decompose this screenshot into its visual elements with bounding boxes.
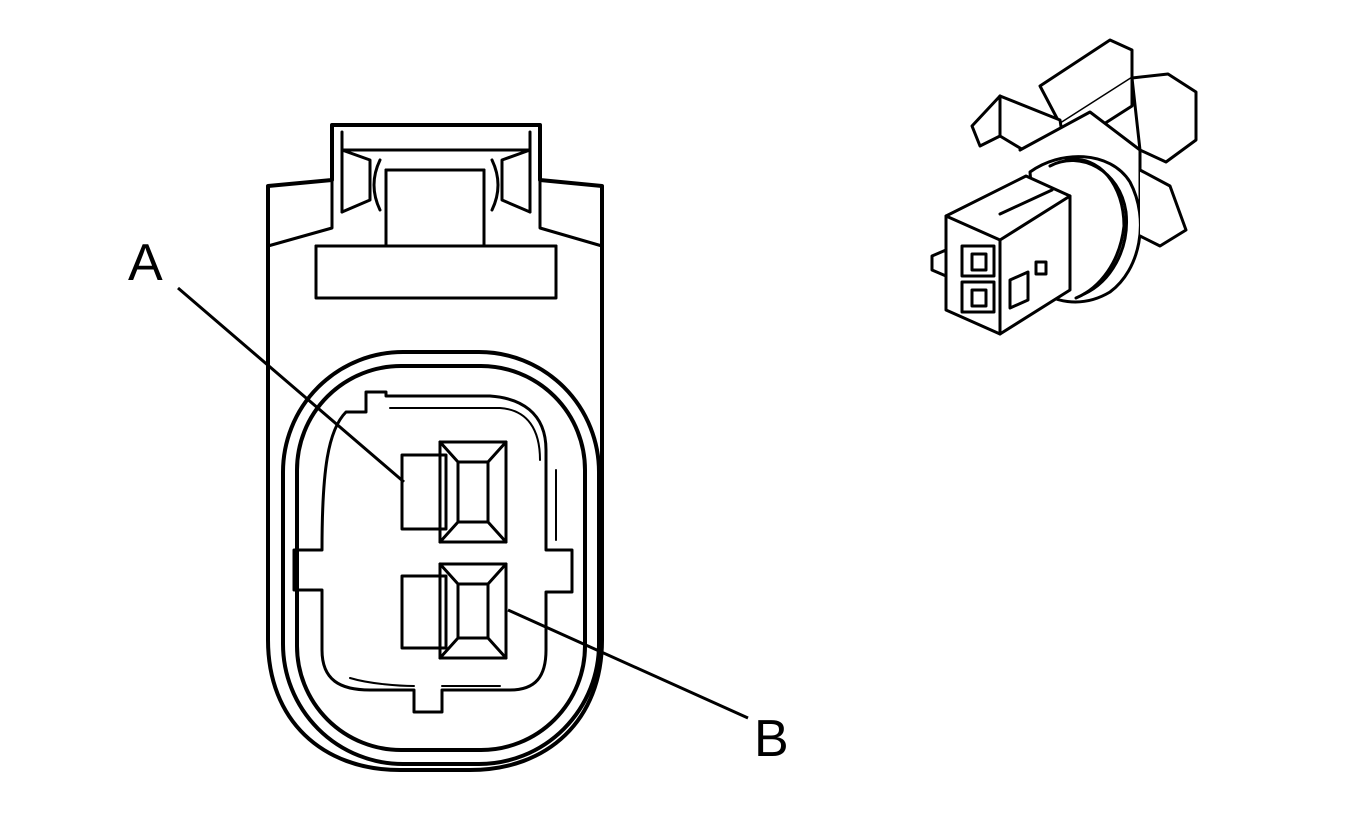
cavity-plate [292, 390, 574, 714]
leader-line-a [177, 286, 405, 484]
connector-face-view [266, 123, 604, 772]
terminal-b [400, 562, 508, 660]
seal-ring-inner [295, 364, 587, 752]
callout-label-b: B [754, 710, 789, 768]
housing-outline [266, 123, 604, 772]
terminal-a [400, 440, 508, 544]
leader-line-b [507, 608, 749, 720]
seal-ring-outer [281, 350, 601, 766]
connector-isometric-view [930, 38, 1198, 336]
latch [266, 123, 604, 300]
callout-label-a: A [128, 234, 163, 292]
